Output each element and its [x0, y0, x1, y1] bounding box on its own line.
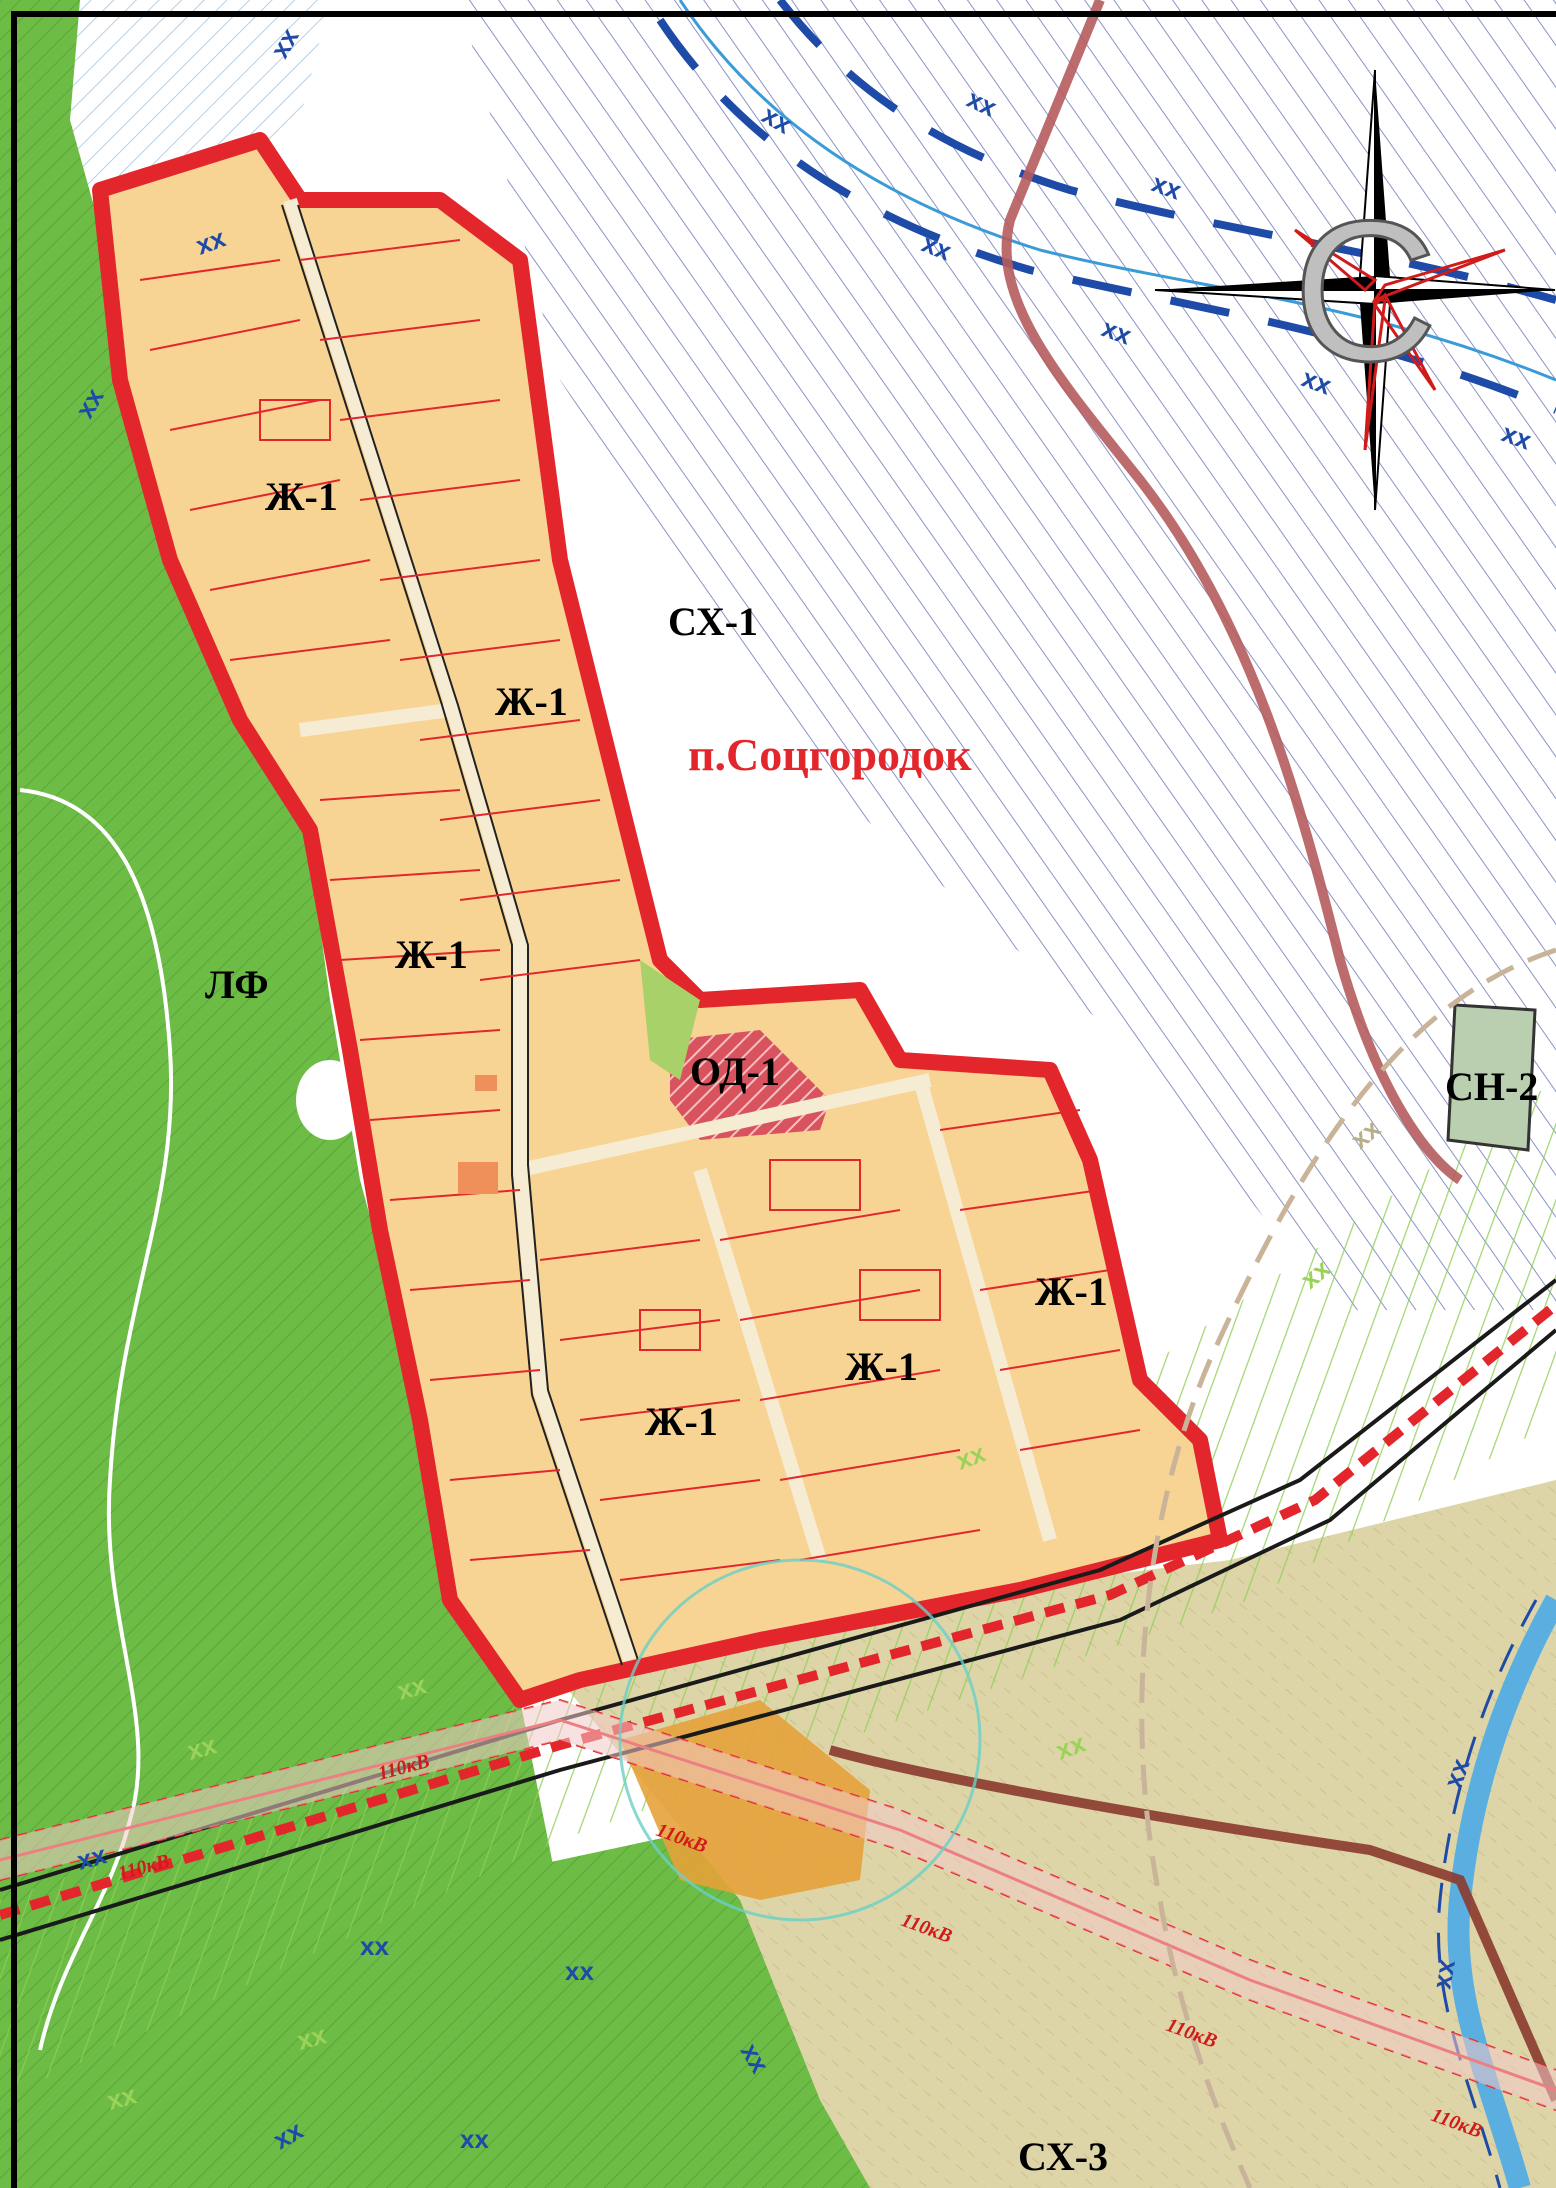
street-borders	[281, 204, 639, 1666]
zone-label-special: СН-2	[1445, 1064, 1538, 1109]
compass-rose: С	[1154, 69, 1556, 511]
protection-marker: хх	[565, 1956, 594, 1986]
pipeline	[1001, 0, 1463, 1185]
forest-zone-lower	[0, 1830, 900, 2188]
zone-label-agricultural-3: СХ-3	[1018, 2134, 1108, 2179]
zone-label-residential: Ж-1	[1035, 1269, 1108, 1314]
compass-north-icon	[1154, 69, 1556, 511]
compass-letter: С	[1293, 180, 1437, 403]
land-plots	[139, 239, 1141, 1581]
upper-protection-line-2	[776, 0, 1556, 304]
zone-label-residential: Ж-1	[395, 932, 468, 977]
zone-label-residential: Ж-1	[845, 1344, 918, 1389]
zone-label-forest: ЛФ	[205, 962, 269, 1007]
settlement-name: п.Соцгородок	[688, 729, 972, 780]
zone-label-residential: Ж-1	[265, 474, 338, 519]
building	[475, 1075, 497, 1091]
gas-pipeline	[1139, 947, 1556, 2188]
protection-marker: хх	[1426, 1957, 1461, 1991]
protection-marker: хх	[360, 1931, 389, 1961]
building	[458, 1162, 498, 1194]
power-line-corridor	[0, 1700, 1556, 2110]
pipeline-lower	[828, 1745, 1556, 2102]
streets	[283, 197, 1057, 1663]
zone-label-public-business: ОД-1	[690, 1049, 780, 1094]
river-outline	[1436, 1599, 1538, 2188]
forest-zone	[0, 0, 560, 2060]
public-business-greenery	[640, 960, 700, 1080]
zone-label-agricultural-1: СХ-1	[668, 599, 758, 644]
zone-label-residential: Ж-1	[645, 1399, 718, 1444]
river	[1447, 1594, 1556, 2188]
map-frame	[11, 11, 1556, 2188]
protection-marker: хх	[460, 2124, 489, 2154]
sanitary-circle	[618, 1558, 982, 1922]
zone-label-residential: Ж-1	[495, 679, 568, 724]
special-zone	[1446, 1003, 1537, 1152]
